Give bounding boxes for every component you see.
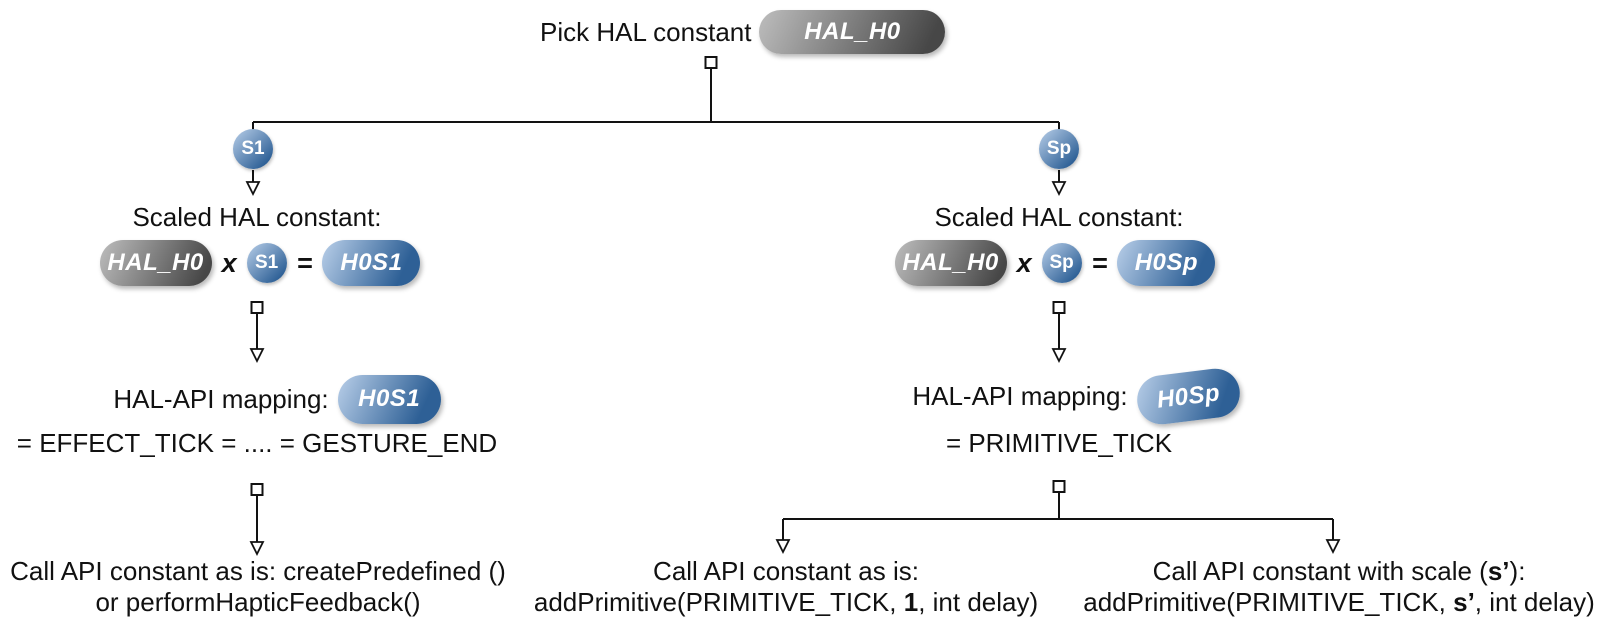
right-call-block: Call API constant with scale (s’): addPr… xyxy=(1078,556,1600,618)
left-formula-row: HAL_H0 x S1 = H0S1 xyxy=(58,240,462,286)
left-formula-scale-badge: S1 xyxy=(246,243,287,283)
root-label: Pick HAL constant xyxy=(540,16,752,47)
mid-call-block: Call API constant as is: addPrimitive(PR… xyxy=(528,556,1044,618)
left-formula-equals: = xyxy=(296,247,313,278)
left-scaled-heading: Scaled HAL constant: xyxy=(57,202,457,233)
right-mapping-row: HAL-API mapping: H0Sp xyxy=(874,365,1278,427)
left-call-line2: or performHapticFeedback() xyxy=(95,587,421,617)
mid-call-line1: Call API constant as is: xyxy=(653,556,919,586)
right-call-line1-pre: Call API constant with scale ( xyxy=(1152,556,1488,586)
right-badge-arrow xyxy=(1051,170,1067,197)
hal-constant-pill: HAL_H0 xyxy=(759,10,946,54)
left-formula-to-mapping-connector xyxy=(249,301,265,364)
right-scaled-heading-text: Scaled HAL constant: xyxy=(934,202,1184,232)
left-mapping-to-call-connector xyxy=(249,483,265,557)
right-formula-times: x xyxy=(1016,247,1032,278)
right-formula-to-mapping-connector xyxy=(1051,301,1067,364)
right-call-line2-post: , int delay) xyxy=(1474,587,1595,617)
left-call-line1: Call API constant as is: createPredefine… xyxy=(10,556,506,586)
left-formula-times: x xyxy=(221,247,237,278)
right-formula-scale-badge: Sp xyxy=(1041,243,1082,283)
left-mapping-label: HAL-API mapping: xyxy=(113,383,329,414)
right-mapping-label: HAL-API mapping: xyxy=(912,380,1128,411)
left-formula-hal-pill: HAL_H0 xyxy=(99,240,212,286)
left-mapping-equation: = EFFECT_TICK = .... = GESTURE_END xyxy=(0,428,514,459)
right-mapping-split-connector xyxy=(775,480,1341,555)
right-mapping-equation: = PRIMITIVE_TICK xyxy=(859,428,1259,459)
left-badge-arrow xyxy=(245,170,261,197)
left-mapping-pill: H0S1 xyxy=(337,374,441,424)
root-connector xyxy=(252,56,1060,132)
mid-call-line2-pre: addPrimitive(PRIMITIVE_TICK, xyxy=(533,587,904,617)
mid-call-line2: addPrimitive(PRIMITIVE_TICK, 1, int dela… xyxy=(528,587,1044,618)
left-formula-result-pill: H0S1 xyxy=(322,240,421,286)
right-formula-equals: = xyxy=(1091,247,1108,278)
right-call-line2-bold: s’ xyxy=(1453,587,1475,617)
mid-call-line2-bold: 1 xyxy=(903,587,919,617)
scale-badge-s1: S1 xyxy=(233,129,273,169)
right-formula-hal-pill: HAL_H0 xyxy=(894,240,1007,286)
right-call-line1-post: ): xyxy=(1509,556,1526,586)
right-call-line1-bold: s’ xyxy=(1487,556,1510,586)
root-node: Pick HAL constant HAL_H0 xyxy=(540,9,946,55)
right-call-line1: Call API constant with scale (s’): xyxy=(1078,556,1600,587)
right-mapping-pill: H0Sp xyxy=(1134,365,1243,427)
right-call-line2-pre: addPrimitive(PRIMITIVE_TICK, xyxy=(1083,587,1454,617)
left-scaled-heading-text: Scaled HAL constant: xyxy=(132,202,382,232)
right-formula-row: HAL_H0 x Sp = H0Sp xyxy=(853,240,1257,286)
left-mapping-row: HAL-API mapping: H0S1 xyxy=(75,374,479,424)
right-scaled-heading: Scaled HAL constant: xyxy=(859,202,1259,233)
mid-call-line2-post: , int delay) xyxy=(918,587,1039,617)
right-mapping-equation-text: = PRIMITIVE_TICK xyxy=(945,428,1173,458)
right-call-line2: addPrimitive(PRIMITIVE_TICK, s’, int del… xyxy=(1078,587,1600,618)
right-formula-result-pill: H0Sp xyxy=(1117,240,1216,286)
left-call-block: Call API constant as is: createPredefine… xyxy=(0,556,516,618)
left-mapping-equation-text: = EFFECT_TICK = .... = GESTURE_END xyxy=(16,428,498,458)
scale-badge-sp: Sp xyxy=(1039,129,1079,169)
